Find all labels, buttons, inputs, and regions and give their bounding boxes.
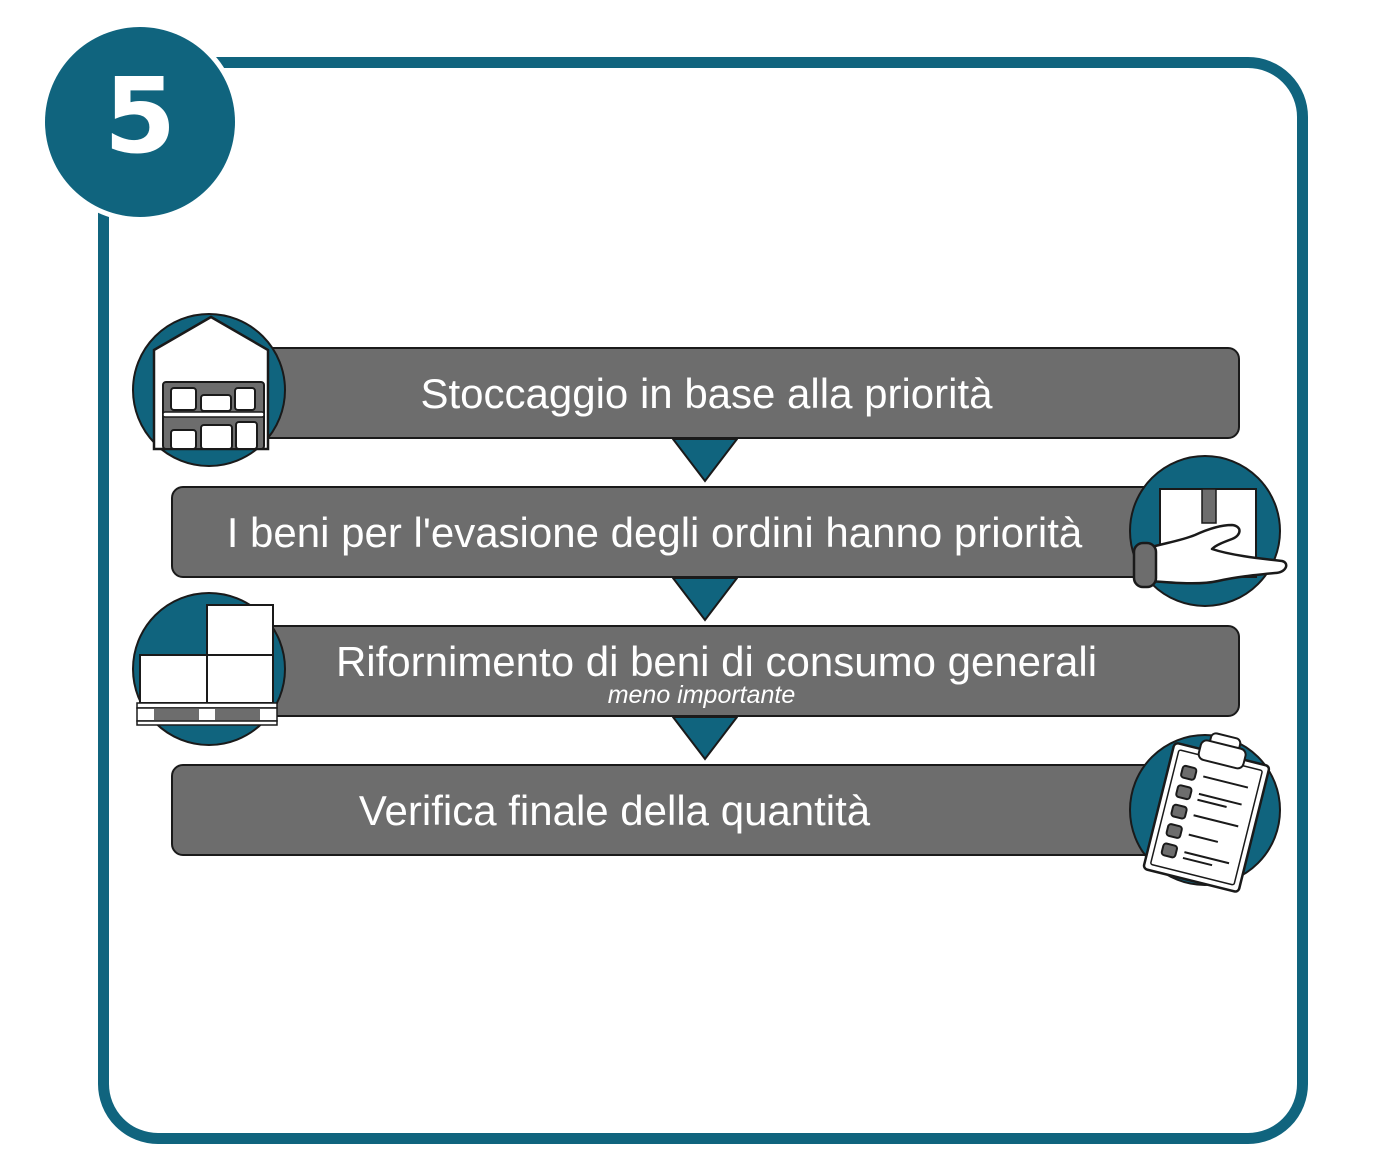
step-number-circle: 5: [45, 27, 235, 217]
flow-step-1-label: Stoccaggio in base alla priorità: [420, 370, 993, 417]
step-number: 5: [103, 55, 177, 177]
clipboard-checklist-icon: [1129, 732, 1281, 893]
flow-step-3-sublabel: meno importante: [607, 681, 796, 709]
flow-step-4-label: Verifica finale della quantità: [358, 787, 871, 834]
card-frame: [98, 57, 1308, 1144]
down-arrow-icon: [672, 439, 738, 483]
flow-step-3: Rifornimento di beni di consumo generali…: [233, 625, 1240, 717]
flow-step-1: Stoccaggio in base alla priorità: [233, 347, 1240, 439]
flow-step-3-label: Rifornimento di beni di consumo generali: [335, 638, 1098, 685]
down-arrow-icon: [672, 578, 738, 622]
pallet-boxes-icon: [132, 592, 286, 746]
flow-step-2: I beni per l'evasione degli ordini hanno…: [171, 486, 1178, 578]
step-number-badge: 5: [40, 22, 240, 222]
down-arrow-icon: [672, 717, 738, 761]
hand-holding-box-icon: [1129, 455, 1288, 607]
flow-step-4: Verifica finale della quantità: [171, 764, 1178, 856]
warehouse-shelves-icon: [132, 313, 286, 467]
flow-step-2-label: I beni per l'evasione degli ordini hanno…: [226, 509, 1083, 556]
